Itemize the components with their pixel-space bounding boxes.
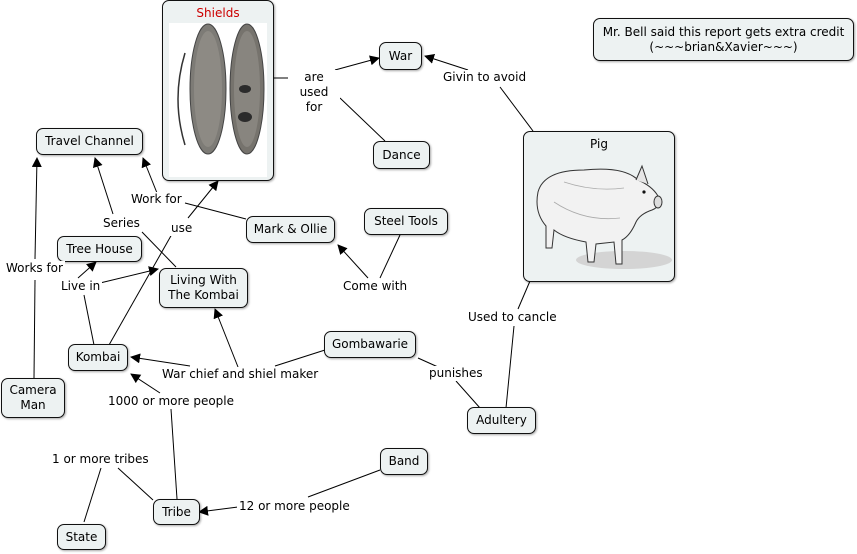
edge-livein-living: [99, 266, 159, 284]
node-steel-tools[interactable]: Steel Tools: [364, 208, 448, 235]
edge-use-shields: [187, 180, 219, 219]
link-work-for: Work for: [129, 192, 184, 207]
link-war-chief: War chief and shiel maker: [160, 367, 321, 382]
node-mark-ollie[interactable]: Mark & Ollie: [246, 216, 335, 243]
pig-caption: Pig: [590, 137, 608, 151]
edge-kombai-livein: [83, 294, 95, 346]
link-1-or-more-tribes: 1 or more tribes: [50, 452, 151, 467]
node-camera-man[interactable]: Camera Man: [1, 378, 65, 418]
link-works-for: Works for: [4, 261, 65, 276]
edge-series-travel: [92, 157, 114, 215]
link-givin-to-avoid: Givin to avoid: [441, 70, 529, 85]
link-live-in: Live in: [59, 279, 103, 294]
node-kombai[interactable]: Kombai: [68, 344, 128, 371]
link-series: Series: [101, 216, 142, 231]
link-punishes: punishes: [427, 366, 485, 381]
node-tribe[interactable]: Tribe: [153, 499, 200, 525]
edge-tribes-tribe: [117, 467, 154, 501]
edge-warchief-kombai: [130, 353, 191, 367]
link-use: use: [169, 221, 195, 236]
edge-band-12: [307, 469, 381, 498]
edge-usedto-pig: [517, 280, 531, 310]
edge-givin-war: [424, 54, 469, 71]
shields-image-node[interactable]: Shields: [162, 0, 274, 181]
edge-tribe-1000: [170, 408, 178, 500]
edge-comewith-mark: [337, 244, 369, 279]
pig-image: [536, 164, 672, 269]
link-12-or-more-people: 12 or more people: [237, 499, 352, 514]
link-used-to-cancle: Used to cancle: [466, 310, 559, 325]
edge-are-used-for-war: [334, 55, 380, 71]
edge-worksfor-travel: [31, 157, 42, 260]
shields-image: [169, 23, 267, 177]
edge-12-tribe: [198, 505, 239, 516]
node-tree-house[interactable]: Tree House: [57, 236, 142, 262]
edge-gomba-warchief: [274, 349, 326, 367]
node-adultery[interactable]: Adultery: [467, 407, 536, 434]
node-living-with-the-kombai[interactable]: Living With The Kombai: [159, 268, 248, 308]
edge-workfor-travel: [141, 157, 158, 194]
shields-caption: Shields: [196, 6, 240, 20]
link-1000-people: 1000 or more people: [106, 394, 237, 409]
node-gombawarie[interactable]: Gombawarie: [324, 331, 416, 358]
link-are-used-for: are used for: [288, 70, 340, 115]
edge-mark-workfor: [184, 202, 247, 220]
note-extra-credit[interactable]: Mr. Bell said this report gets extra cre…: [593, 18, 854, 61]
edge-1000-kombai: [130, 373, 161, 394]
link-come-with: Come with: [341, 279, 410, 294]
node-state[interactable]: State: [57, 524, 106, 550]
pig-image-node[interactable]: Pig: [523, 131, 675, 282]
edge-steel-comewith: [379, 234, 401, 279]
edge-are-used-for-dance: [339, 97, 386, 142]
edge-gomba-punishes: [417, 357, 439, 368]
edge-kombai-use: [108, 233, 173, 346]
edge-camera-worksfor: [33, 279, 36, 379]
edge-adultery-usedto: [505, 325, 515, 409]
edge-livein-treehouse: [77, 261, 97, 279]
node-travel-channel[interactable]: Travel Channel: [36, 128, 143, 155]
node-band[interactable]: Band: [380, 448, 428, 475]
edge-living-series: [141, 231, 177, 268]
edge-state-tribes: [83, 467, 102, 523]
edge-warchief-living: [213, 308, 239, 368]
edge-pig-givin: [499, 86, 534, 132]
node-war[interactable]: War: [379, 42, 422, 70]
node-dance[interactable]: Dance: [373, 141, 430, 169]
edge-punishes-adultery: [455, 380, 481, 409]
